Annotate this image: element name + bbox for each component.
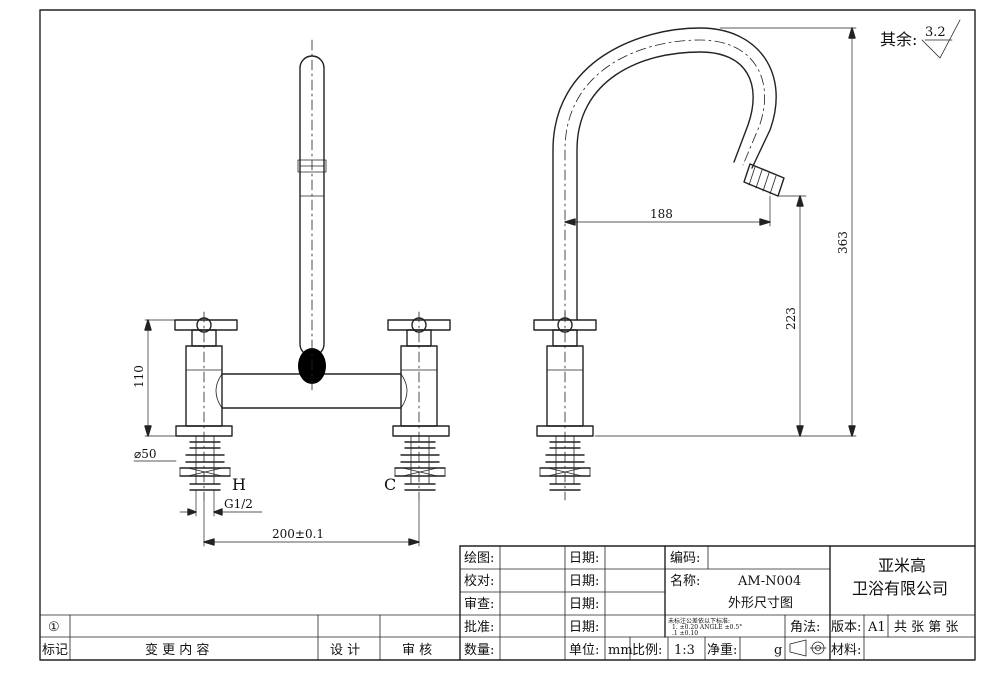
hot-marker: H <box>232 475 246 494</box>
front-view: 110 ⌀50 H C G1/2 200±0.1 <box>132 39 451 547</box>
tb-unit-label: 单位: <box>569 643 599 658</box>
tb-version-label: 版本: <box>831 620 861 635</box>
tb-sheets: 共 张 第 张 <box>894 620 958 635</box>
side-view: 188 223 363 <box>533 27 857 501</box>
tb-checked: 校对: <box>464 573 494 589</box>
tb-quantity: 数量: <box>464 643 494 658</box>
tb-version-value: A1 <box>867 620 886 635</box>
dim-diameter: ⌀50 <box>134 447 157 461</box>
tb-company-1: 亚米高 <box>878 556 926 575</box>
tb-tol-line2: .1 ±0.10 <box>672 630 698 637</box>
tb-mark-label: 标记 <box>42 643 68 658</box>
tb-material-label: 材料: <box>831 643 861 658</box>
dim-spacing: 200±0.1 <box>272 527 324 541</box>
tb-angle-label: 角法: <box>790 620 820 635</box>
tb-name-label: 名称: <box>670 573 700 589</box>
tb-reviewed: 审查: <box>464 597 494 612</box>
roughness-label: 其余: <box>880 30 917 49</box>
tb-review-label: 审 核 <box>402 643 432 658</box>
drawing-border <box>39 9 976 661</box>
tb-revision-mark: ① <box>48 620 60 635</box>
tb-date-3: 日期: <box>569 597 599 612</box>
tb-unit-value: mm <box>608 643 633 658</box>
tb-date-2: 日期: <box>569 574 599 589</box>
tb-drawn: 绘图: <box>464 551 494 566</box>
dim-height-110: 110 <box>132 365 146 388</box>
tb-scale-label: 比例: <box>632 643 662 658</box>
dim-thread: G1/2 <box>224 497 253 511</box>
tb-tol-line1: 1. ±0.20 ANGLE ±0.5° <box>672 624 742 631</box>
tb-weight-unit: g <box>774 643 782 658</box>
tb-scale-value: 1:3 <box>674 643 695 658</box>
roughness-value: 3.2 <box>925 25 946 40</box>
tb-weight-label: 净重: <box>707 642 737 658</box>
dim-spout-height: 223 <box>784 307 798 330</box>
tb-approved: 批准: <box>464 620 494 635</box>
tb-date-1: 日期: <box>569 551 599 566</box>
tb-change-content: 变 更 内 容 <box>145 642 209 658</box>
cold-marker: C <box>384 475 396 494</box>
tb-model: AM-N004 <box>737 574 801 589</box>
tb-design-label: 设 计 <box>330 643 360 658</box>
dim-reach: 188 <box>650 207 673 221</box>
tb-tolerance-note: 未标注公差依以下标准: <box>668 617 730 625</box>
title-block: 绘图: 校对: 审查: 批准: 数量: 日期: 日期: 日期: 日期: 编码: … <box>39 545 976 661</box>
tb-drawing-title: 外形尺寸图 <box>728 596 793 611</box>
roughness-symbol: 其余: 3.2 <box>880 19 961 59</box>
tb-date-4: 日期: <box>569 620 599 635</box>
tb-company-2: 卫浴有限公司 <box>852 579 948 598</box>
projection-symbol <box>789 639 827 657</box>
dim-total-height: 363 <box>836 231 850 254</box>
tb-code-label: 编码: <box>670 551 700 566</box>
